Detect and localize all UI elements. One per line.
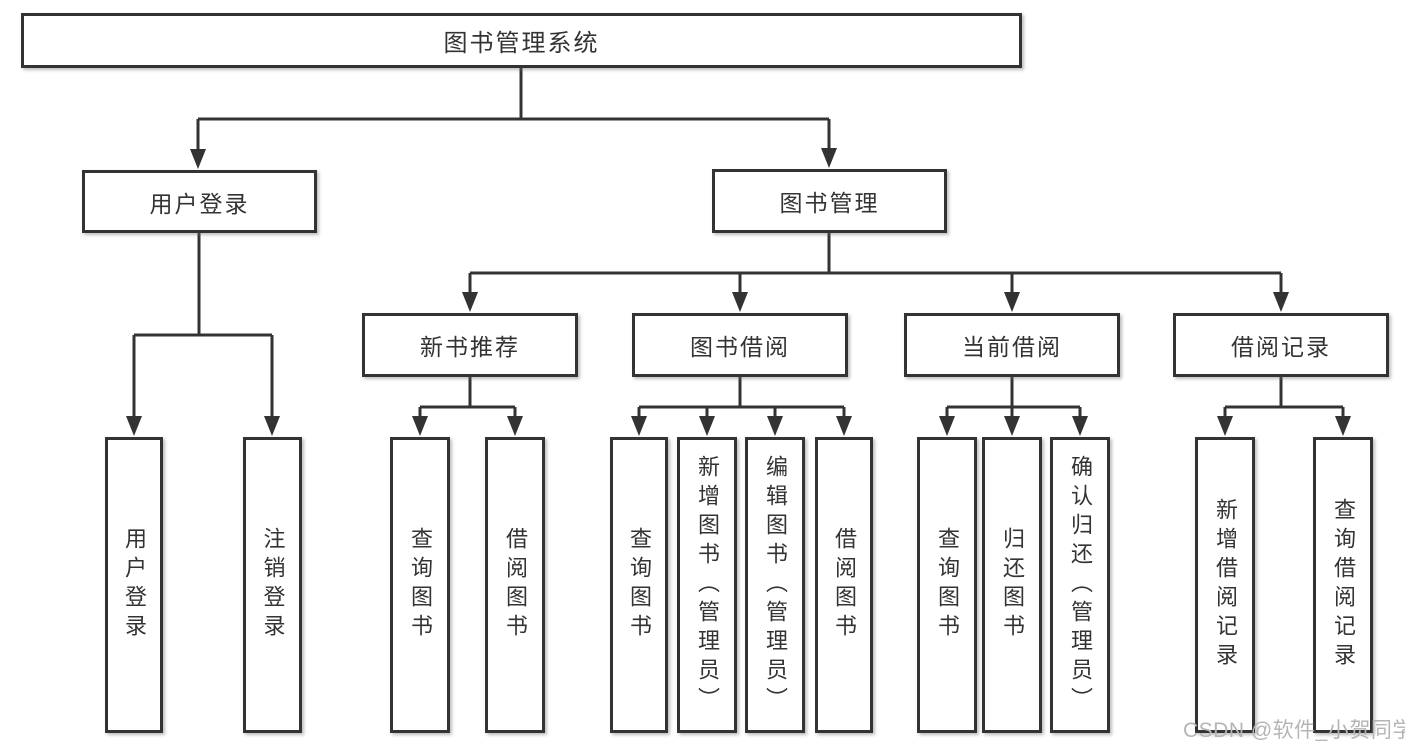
leaf-query-book-recommend: 查询图书 [390,437,450,733]
leaf-add-borrow-record-label: 新增借阅记录 [1213,498,1238,672]
node-root-label: 图书管理系统 [443,30,600,57]
node-new-book-recommend: 新书推荐 [362,313,578,377]
leaf-query-book-borrow: 查询图书 [610,437,668,733]
leaf-logout: 注销登录 [243,437,302,733]
leaf-query-book-recommend-label: 查询图书 [408,527,433,643]
leaf-return-book: 归还图书 [982,437,1042,733]
node-root-system: 图书管理系统 [21,13,1022,68]
connector-book-borrow-group [631,377,852,436]
connector-borrow-record-group [1217,377,1351,436]
connector-root-to-level2 [190,68,837,169]
node-book-borrow-label: 图书借阅 [690,334,790,360]
node-current-borrow-label: 当前借阅 [962,334,1062,360]
node-user-login: 用户登录 [82,170,317,233]
leaf-add-borrow-record: 新增借阅记录 [1195,437,1255,733]
leaf-borrow-book: 借阅图书 [815,437,873,733]
leaf-query-book-current: 查询图书 [917,437,977,733]
node-book-management: 图书管理 [712,169,947,233]
connector-book-management-group [462,233,1289,312]
leaf-query-borrow-record-label: 查询借阅记录 [1331,498,1356,672]
node-book-borrow: 图书借阅 [632,313,848,377]
leaf-edit-book-admin-label: 编辑图书（管理员） [763,454,788,716]
node-borrow-record: 借阅记录 [1173,313,1389,377]
connector-user-login-group [126,233,280,436]
node-current-borrow: 当前借阅 [904,313,1120,377]
node-user-login-label: 用户登录 [149,190,250,217]
node-borrow-record-label: 借阅记录 [1231,334,1331,360]
leaf-confirm-return-admin-label: 确认归还（管理员） [1068,454,1093,716]
leaf-borrow-book-label: 借阅图书 [832,527,857,643]
leaf-return-book-label: 归还图书 [1000,527,1025,643]
leaf-query-borrow-record: 查询借阅记录 [1313,437,1373,733]
leaf-add-book-admin-label: 新增图书（管理员） [695,454,720,716]
leaf-confirm-return-admin: 确认归还（管理员） [1050,437,1110,733]
leaf-user-login-label: 用户登录 [122,527,147,643]
leaf-user-login: 用户登录 [105,437,163,733]
connector-current-borrow-group [939,377,1088,436]
leaf-add-book-admin: 新增图书（管理员） [677,437,737,733]
leaf-edit-book-admin: 编辑图书（管理员） [745,437,805,733]
node-new-book-recommend-label: 新书推荐 [420,334,520,360]
connector-new-book-group [412,377,523,436]
node-book-management-label: 图书管理 [779,190,880,216]
leaf-query-book-borrow-label: 查询图书 [627,527,652,643]
leaf-query-book-current-label: 查询图书 [935,527,960,643]
leaf-borrow-book-recommend-label: 借阅图书 [503,527,528,643]
leaf-borrow-book-recommend: 借阅图书 [485,437,545,733]
leaf-logout-label: 注销登录 [260,527,286,643]
watermark: CSDN @软件_小贺同学 [1183,719,1405,742]
